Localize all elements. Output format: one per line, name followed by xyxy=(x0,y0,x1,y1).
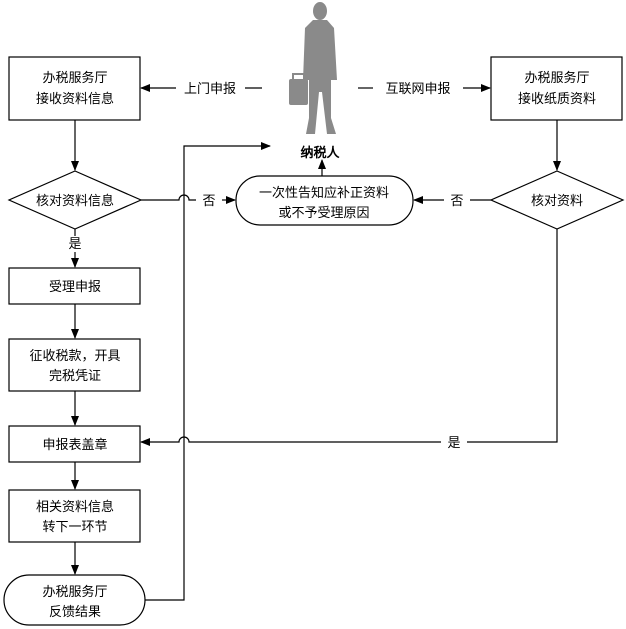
check-docs-no-edge: 否 xyxy=(413,194,491,209)
taxpayer-label: 纳税人 xyxy=(300,145,340,161)
svg-text:相关资料信息: 相关资料信息 xyxy=(36,499,114,515)
feedback-result-terminal: 办税服务厅 反馈结果 xyxy=(3,574,146,626)
accept-declaration-box: 受理申报 xyxy=(8,267,141,305)
svg-text:受理申报: 受理申报 xyxy=(49,280,101,295)
svg-text:接收资料信息: 接收资料信息 xyxy=(36,91,114,107)
svg-text:核对资料: 核对资料 xyxy=(531,194,583,209)
hall-receive-info-box: 办税服务厅 接收资料信息 xyxy=(8,56,141,121)
svg-text:是: 是 xyxy=(68,237,81,252)
onsite-declaration-edge: 上门申报 xyxy=(140,82,262,97)
svg-text:否: 否 xyxy=(202,194,215,209)
internet-declaration-edge: 互联网申报 xyxy=(358,82,491,97)
hall-receive-paper-box: 办税服务厅 接收纸质资料 xyxy=(490,56,623,121)
svg-text:或不予受理原因: 或不予受理原因 xyxy=(278,206,369,221)
svg-text:征收税款，开具: 征收税款，开具 xyxy=(29,349,120,364)
check-info-yes-edge: 是 xyxy=(68,229,82,268)
svg-text:核对资料信息: 核对资料信息 xyxy=(36,193,114,209)
collect-tax-box: 征收税款，开具 完税凭证 xyxy=(8,338,141,392)
check-info-no-edge: 否 xyxy=(141,194,236,209)
svg-text:是: 是 xyxy=(447,436,460,451)
check-docs-yes-edge: 是 xyxy=(140,229,558,451)
svg-text:否: 否 xyxy=(450,194,463,209)
svg-text:转下一环节: 转下一环节 xyxy=(42,520,107,535)
svg-text:办税服务厅: 办税服务厅 xyxy=(42,584,107,600)
svg-text:互联网申报: 互联网申报 xyxy=(385,82,450,97)
notify-terminal: 一次性告知应补正资料 或不予受理原因 xyxy=(235,175,414,226)
svg-text:完税凭证: 完税凭证 xyxy=(49,369,101,384)
transfer-info-box: 相关资料信息 转下一环节 xyxy=(8,489,141,543)
check-info-diamond: 核对资料信息 xyxy=(7,170,143,230)
svg-text:办税服务厅: 办税服务厅 xyxy=(42,70,107,86)
svg-text:接收纸质资料: 接收纸质资料 xyxy=(518,91,596,107)
svg-text:申报表盖章: 申报表盖章 xyxy=(42,437,107,453)
taxpayer-person-icon xyxy=(289,2,337,134)
svg-text:一次性告知应补正资料: 一次性告知应补正资料 xyxy=(259,185,389,201)
stamp-form-box: 申报表盖章 xyxy=(8,425,141,463)
feedback-to-taxpayer-edge xyxy=(145,142,271,601)
svg-text:上门申报: 上门申报 xyxy=(184,82,236,97)
svg-text:办税服务厅: 办税服务厅 xyxy=(524,70,589,86)
svg-text:反馈结果: 反馈结果 xyxy=(49,605,101,620)
check-docs-diamond: 核对资料 xyxy=(489,170,625,230)
